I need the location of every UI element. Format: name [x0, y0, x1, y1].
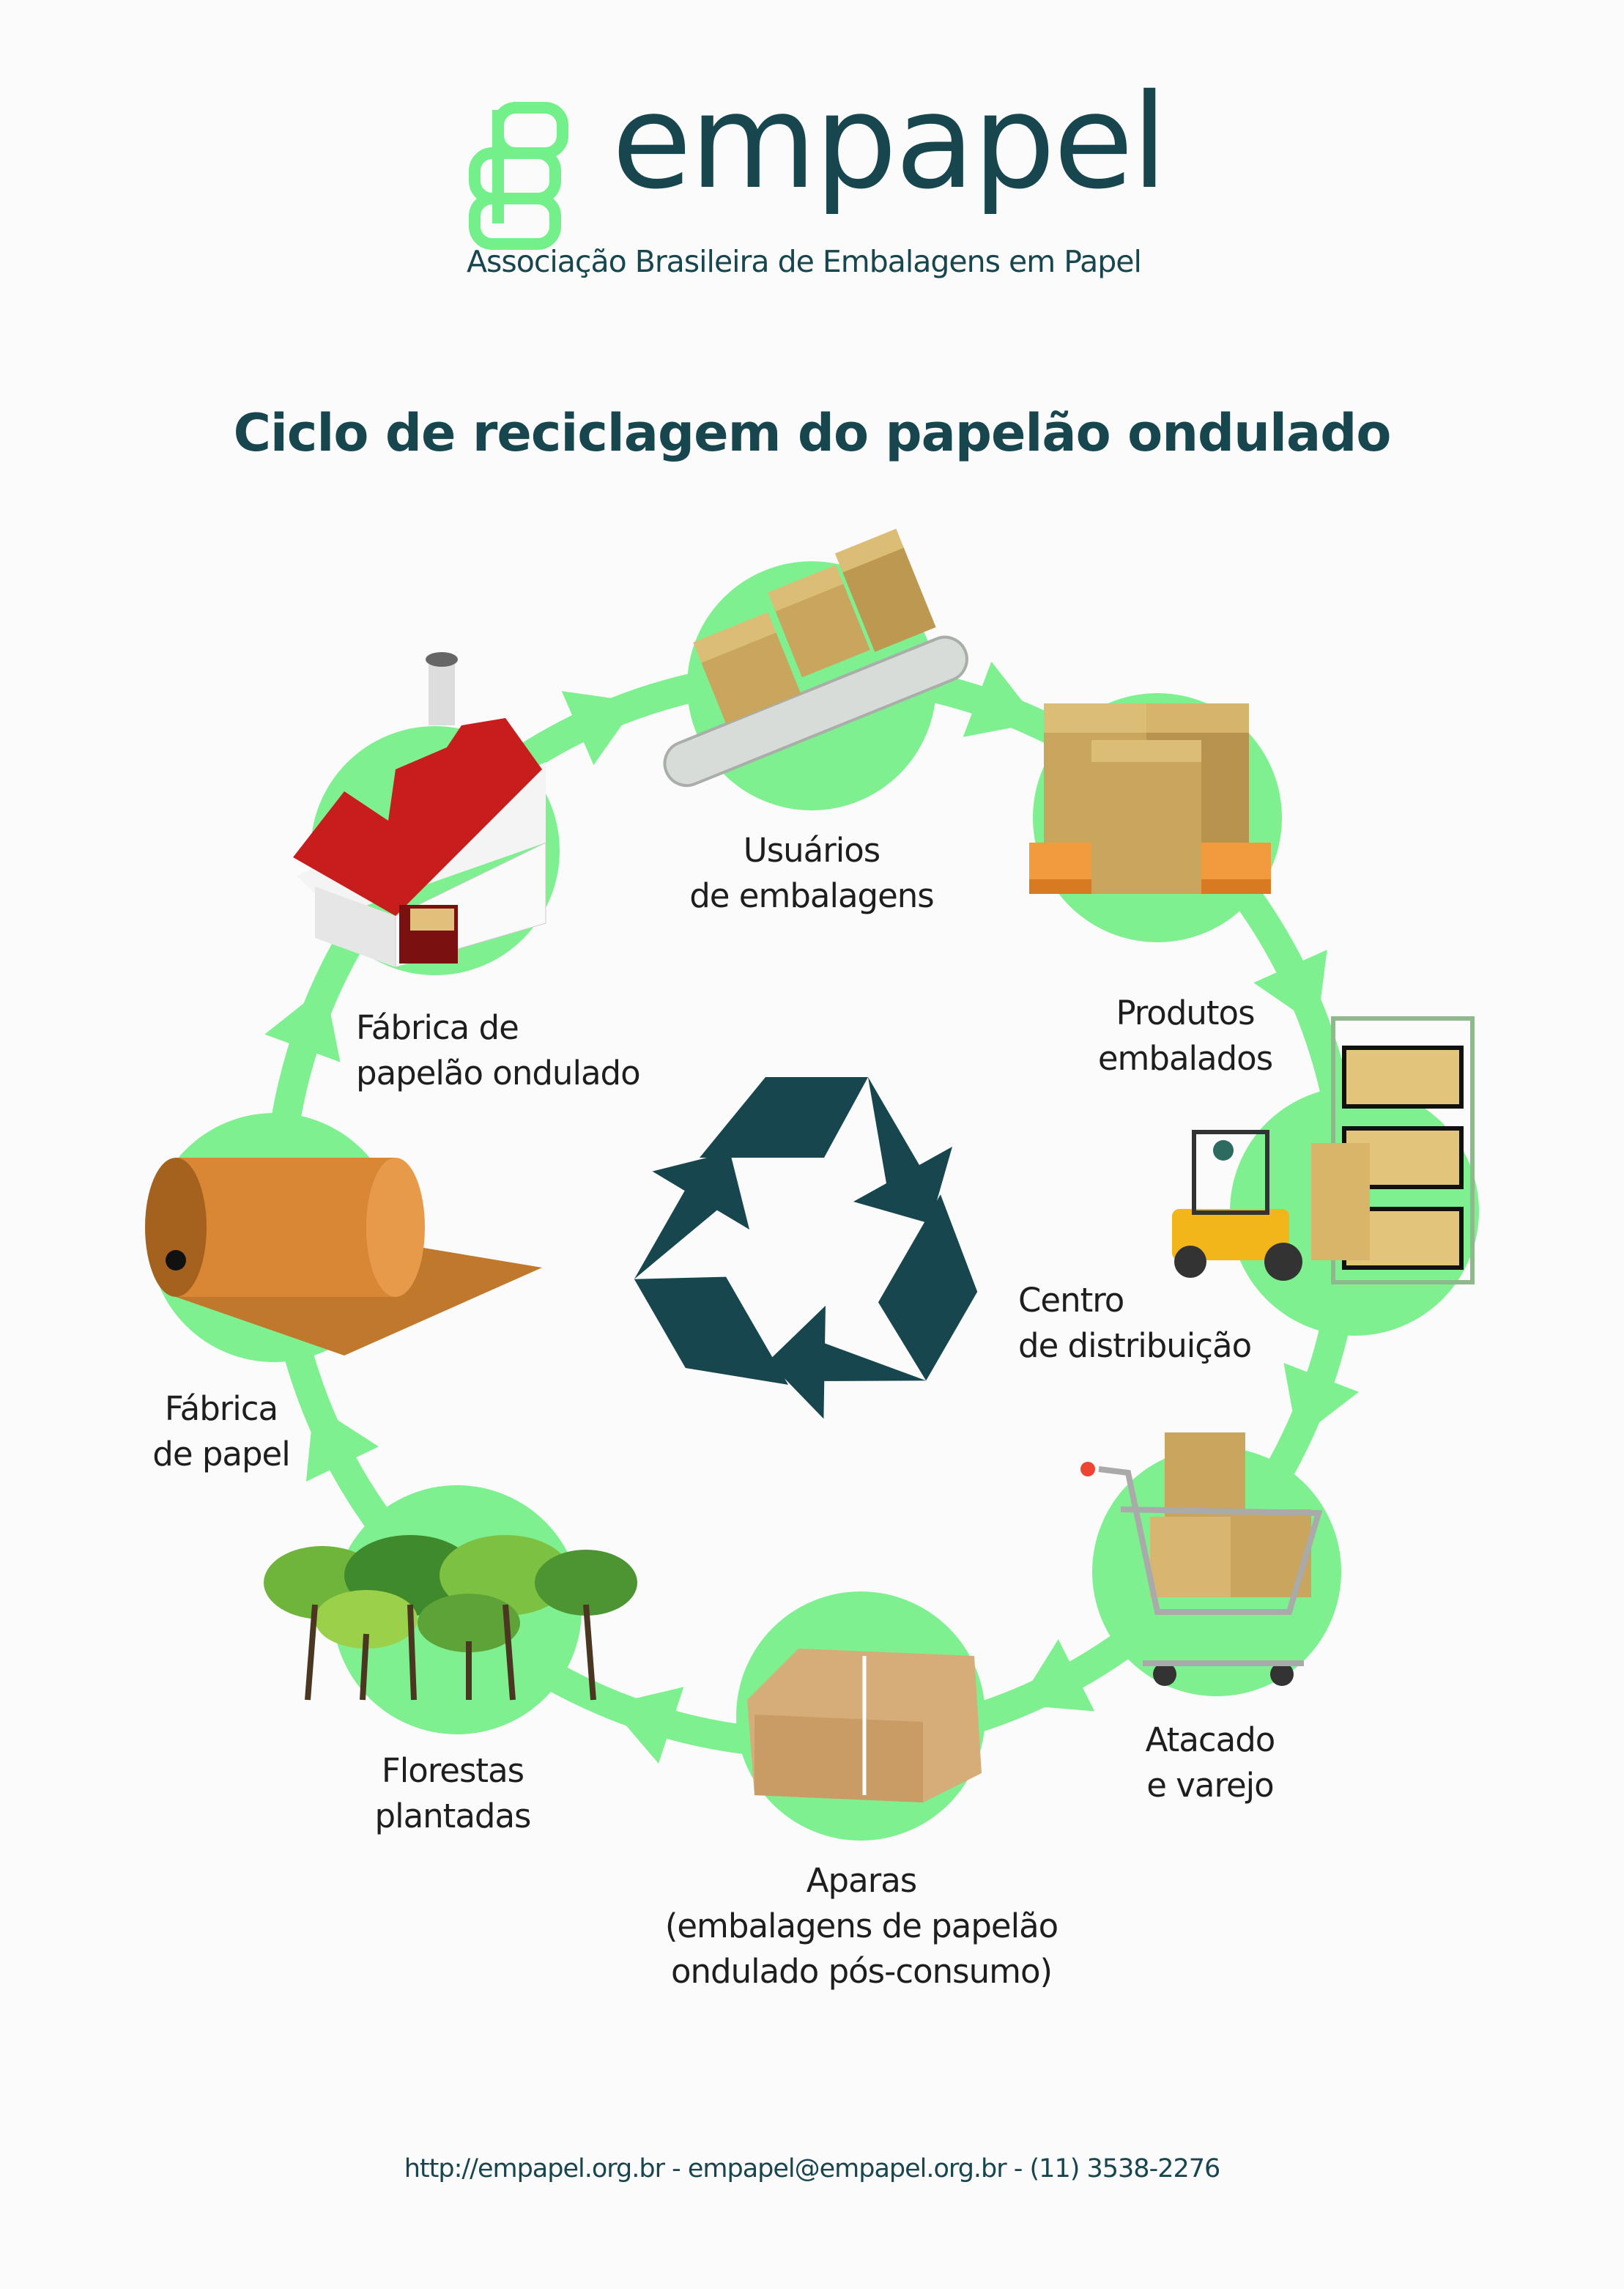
label-fabrica-papel: Fábrica de papel [152, 1386, 290, 1477]
label-line: de papel [152, 1435, 290, 1473]
brand-subtitle: Associação Brasileira de Embalagens em P… [467, 244, 1142, 279]
label-usuarios: Usuários de embalagens [689, 828, 935, 919]
label-line: Fábrica [164, 1389, 278, 1428]
label-line: plantadas [374, 1797, 532, 1835]
empapel-logo-icon [469, 102, 568, 250]
label-line: Produtos [1116, 994, 1255, 1032]
label-fabrica-papelao: Fábrica de papelão ondulado [356, 1005, 641, 1096]
factory-illustration [293, 652, 546, 968]
label-line: Usuários [743, 831, 880, 870]
page-title: Ciclo de reciclagem do papelão ondulado [233, 403, 1392, 463]
recycle-icon [592, 1077, 1011, 1454]
cycle-arrowhead-icon [264, 986, 341, 1062]
shopping-cart-illustration [1080, 1432, 1323, 1686]
footer-contact: http://empapel.org.br - empapel@empapel.… [404, 2154, 1221, 2183]
label-line: de distribuição [1018, 1326, 1252, 1365]
cycle-arrowhead-icon [561, 691, 639, 766]
label-centro: Centro de distribuição [1018, 1278, 1252, 1369]
label-line: Atacado [1145, 1720, 1276, 1759]
cycle-arrowhead-icon [1283, 1363, 1360, 1439]
forklift-warehouse-illustration [1172, 1016, 1475, 1284]
cycle-arrowhead-icon [305, 1405, 379, 1482]
label-atacado: Atacado e varejo [1145, 1717, 1276, 1808]
brand-name: empapel [612, 66, 1168, 218]
forest-illustration [264, 1535, 637, 1701]
label-line: Aparas [806, 1861, 917, 1900]
pallet-boxes-illustration [1029, 703, 1271, 894]
label-aparas: Aparas (embalagens de papelão ondulado pós… [665, 1858, 1058, 1994]
paper-roll-illustration [145, 1158, 542, 1356]
label-line: e varejo [1146, 1766, 1274, 1805]
cycle-arrowhead-icon [608, 1687, 684, 1764]
label-line: (embalagens de papelão [664, 1907, 1058, 1945]
label-line: papelão ondulado [356, 1054, 641, 1092]
label-line: ondulado pós-consumo) [670, 1952, 1053, 1991]
label-line: Centro [1018, 1281, 1124, 1320]
label-line: embalados [1097, 1039, 1273, 1078]
cardboard-bundle-illustration [747, 1649, 982, 1802]
label-line: de embalagens [689, 876, 935, 915]
cycle-arrowhead-icon [1253, 950, 1327, 1027]
cycle-arrowhead-icon [1017, 1639, 1095, 1712]
label-line: Florestas [381, 1751, 524, 1790]
label-line: Fábrica de [356, 1008, 519, 1047]
conveyor-boxes-illustration [663, 528, 968, 788]
cycle-arrowhead-icon [963, 661, 1039, 737]
label-produtos: Produtos embalados [1097, 991, 1273, 1081]
label-florestas: Florestas plantadas [374, 1748, 532, 1839]
